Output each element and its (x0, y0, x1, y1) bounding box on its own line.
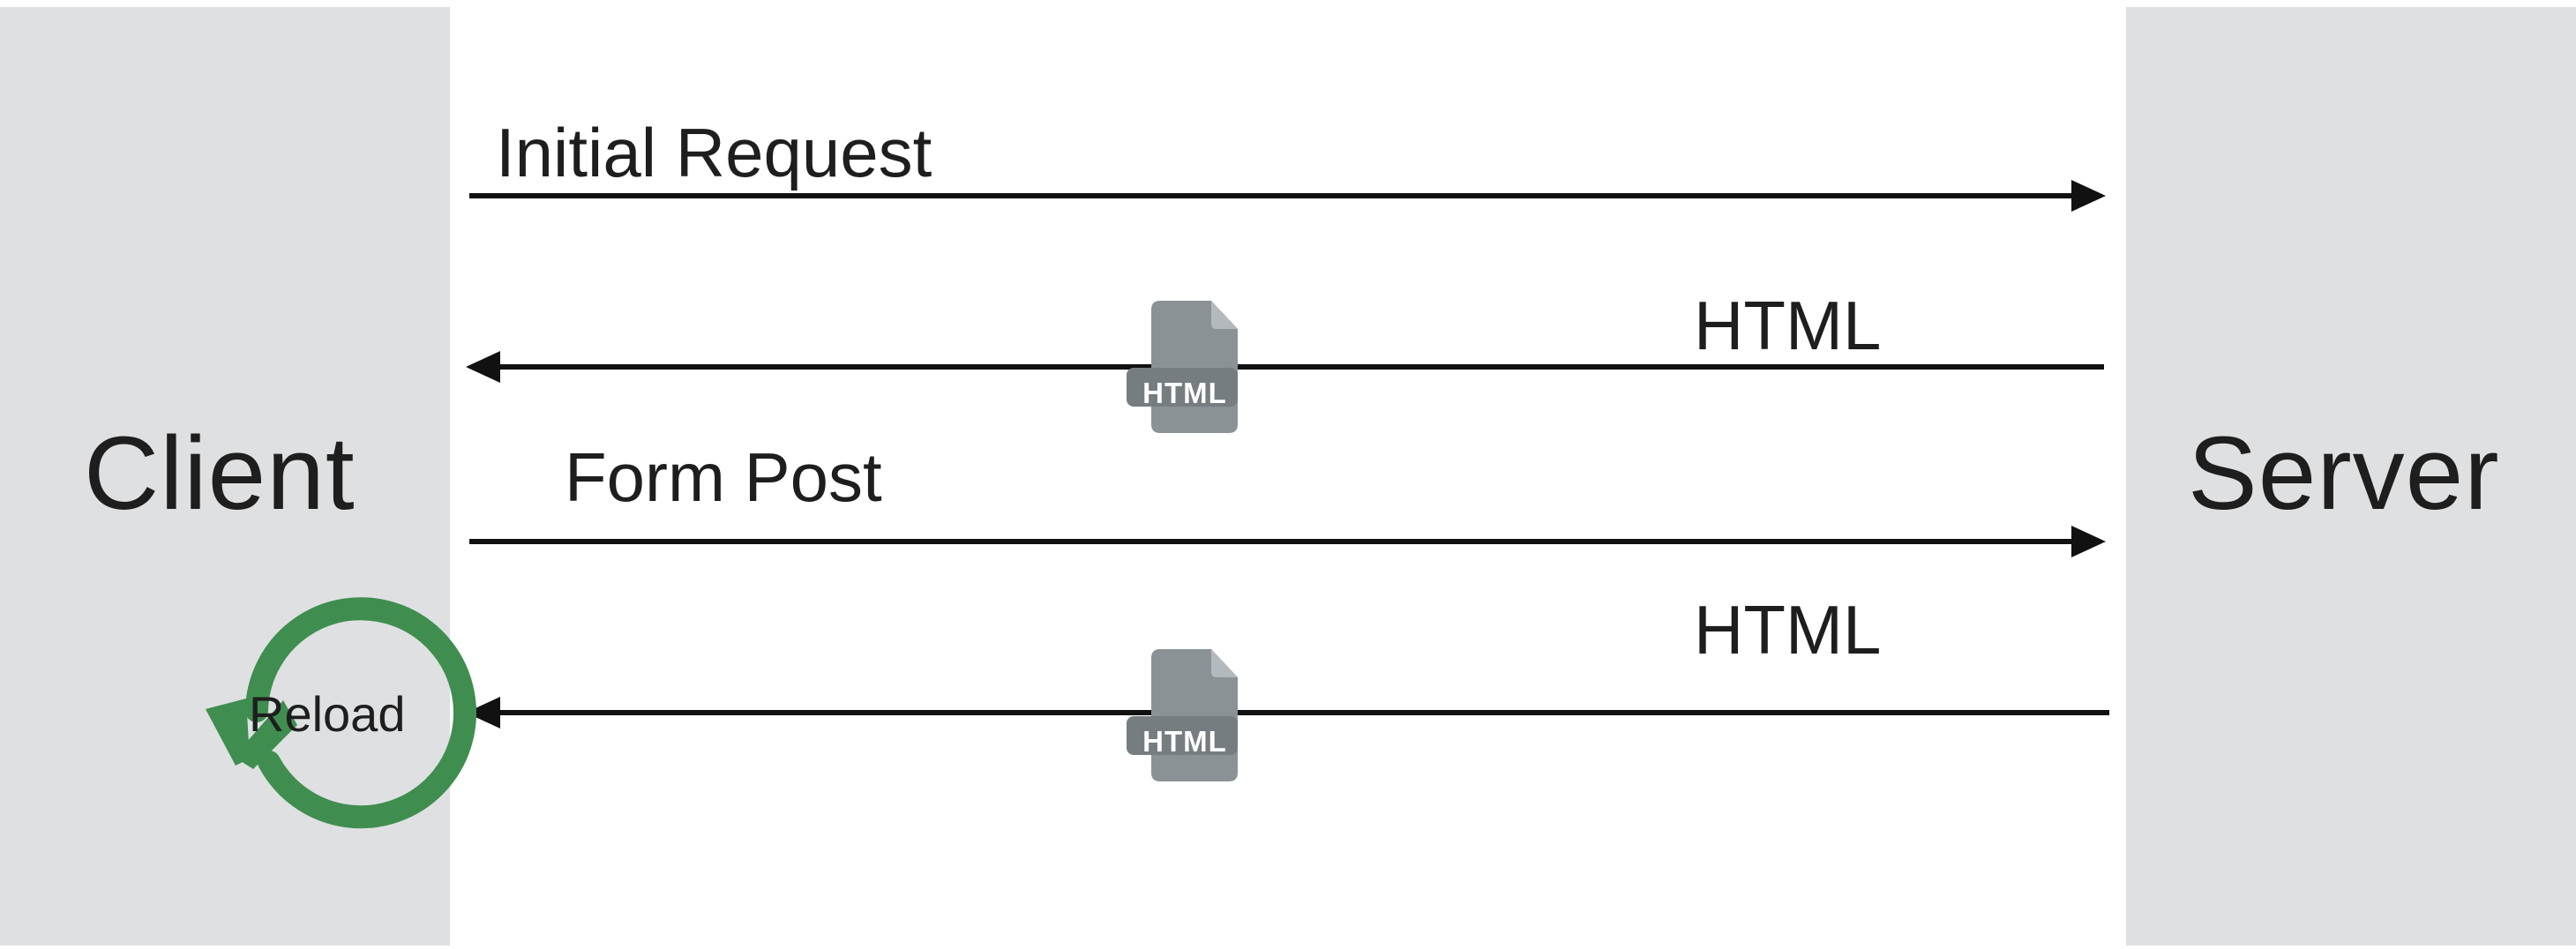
arrow-initial-request (469, 180, 2106, 212)
html-response-label-1: HTML (1694, 287, 1882, 364)
arrow-form-post (469, 526, 2106, 557)
html-file-icon: HTML (1123, 644, 1255, 785)
client-panel (0, 7, 450, 945)
server-panel (2126, 7, 2576, 945)
html-file-icon: HTML (1123, 295, 1255, 437)
form-post-label: Form Post (565, 438, 882, 516)
server-label: Server (2188, 415, 2500, 532)
html-file-icon-label: HTML (1142, 377, 1227, 409)
reload-icon (206, 597, 476, 829)
arrow-html-response-1 (466, 351, 2104, 383)
html-file-icon-label: HTML (1142, 725, 1227, 758)
client-label: Client (84, 415, 356, 532)
html-response-label-2: HTML (1694, 591, 1882, 669)
initial-request-label: Initial Request (496, 114, 932, 191)
reload-label: Reload (249, 686, 406, 742)
arrow-html-response-2 (466, 697, 2109, 729)
